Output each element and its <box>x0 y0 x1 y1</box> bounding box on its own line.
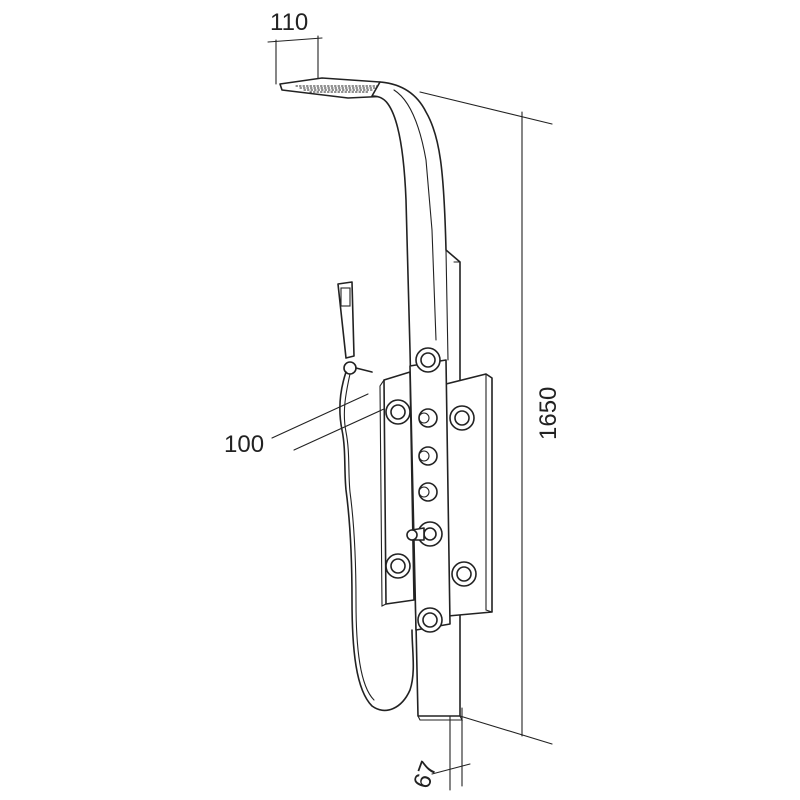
hand-shower <box>337 281 415 712</box>
diverter-knob-icon <box>418 408 438 428</box>
dimension-label-100: 100 <box>224 431 264 458</box>
control-knobs <box>406 408 443 547</box>
side-panel-left <box>379 371 415 607</box>
dimension-label-1650: 1650 <box>535 387 562 440</box>
dimension-label-110: 110 <box>270 9 308 36</box>
jet-icon <box>449 405 475 431</box>
shower-hose <box>339 371 415 712</box>
jet-icon <box>385 553 411 579</box>
diverter-knob-icon <box>418 482 438 502</box>
jet-icon <box>451 561 477 587</box>
jet-icon <box>385 399 411 425</box>
jet-icon <box>415 347 441 373</box>
jet-icon <box>417 607 443 633</box>
dimension-1650: 1650 <box>419 91 562 745</box>
thermostat-knob-icon <box>406 521 443 547</box>
dimension-100: 100 <box>224 393 409 458</box>
diverter-knob-icon <box>418 446 438 466</box>
dimension-110: 110 <box>267 9 323 85</box>
dimension-67: 67 <box>408 707 471 792</box>
body-jets <box>385 347 477 633</box>
dimension-label-67: 67 <box>408 758 443 792</box>
